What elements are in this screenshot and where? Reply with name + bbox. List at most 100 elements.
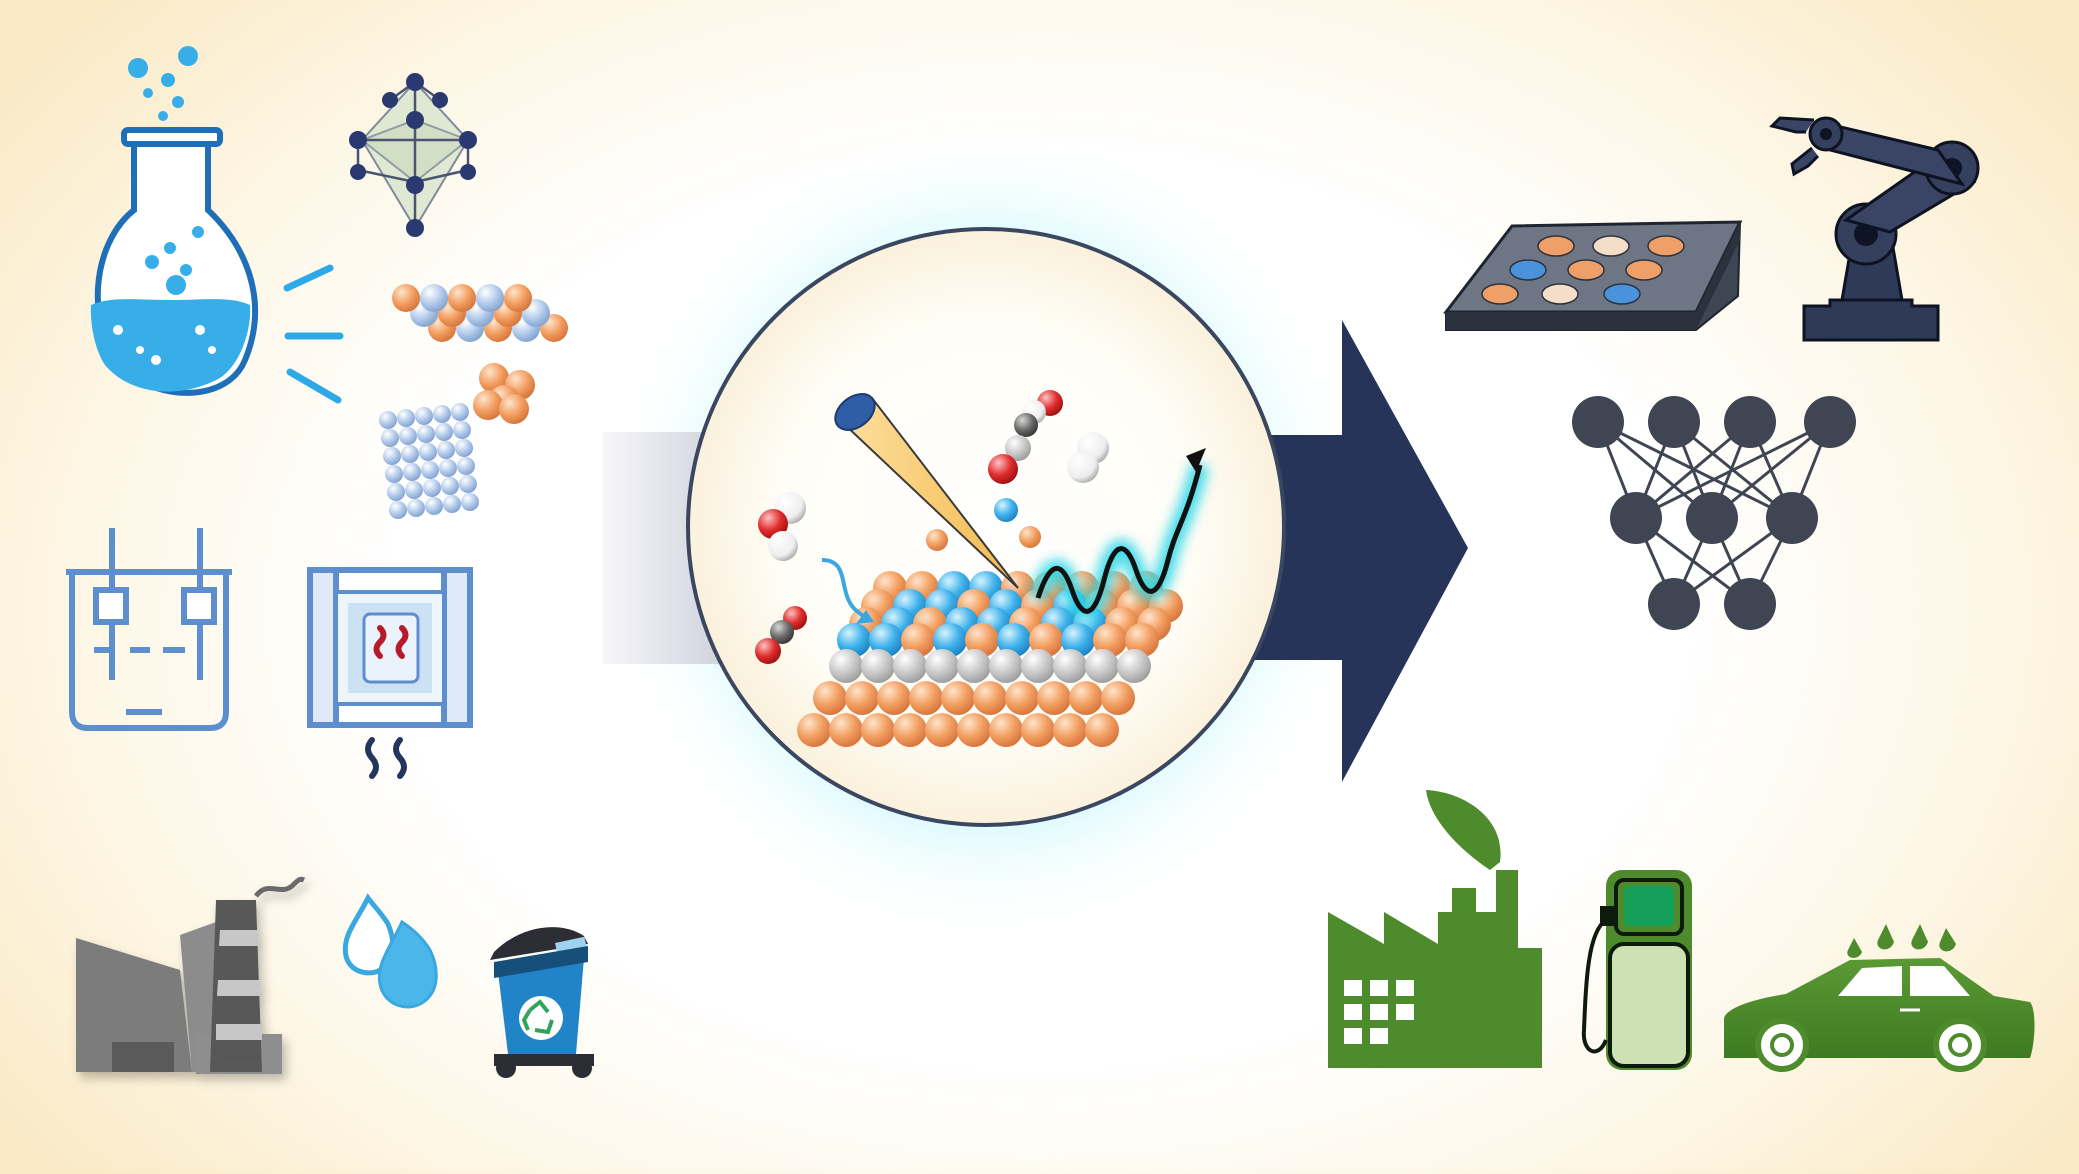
surface-atom (989, 649, 1023, 683)
cube-particle (407, 499, 425, 517)
surface-atom (861, 649, 895, 683)
surface-atom (813, 681, 847, 715)
dash-lines (283, 264, 344, 404)
cube-particle (459, 475, 477, 493)
surface-atom (1093, 623, 1127, 657)
surface-atom (1021, 713, 1055, 747)
cube-particle (385, 465, 403, 483)
nanoporous-cube-icon (379, 403, 479, 519)
surface-atom (1021, 649, 1055, 683)
nn-node (1648, 396, 1700, 448)
cube-particle (421, 461, 439, 479)
water-drops-icon (342, 893, 438, 1009)
surface-atom (989, 713, 1023, 747)
cube-particle (437, 441, 455, 459)
surface-atom (1061, 623, 1095, 657)
eco-car-icon (1724, 924, 2035, 1072)
nanoparticle-cluster-icon (473, 363, 535, 424)
nn-node (1610, 492, 1662, 544)
layer-particle (420, 284, 448, 312)
cube-particle (423, 479, 441, 497)
cube-particle (415, 407, 433, 425)
cube-particle (453, 421, 471, 439)
cube-particle (405, 481, 423, 499)
surface-atom (1069, 681, 1103, 715)
surface-atom (1125, 623, 1159, 657)
surface-atom (925, 713, 959, 747)
recycle-bin-icon (490, 927, 594, 1078)
surface-atom (1053, 713, 1087, 747)
cube-particle (381, 429, 399, 447)
surface-atom (877, 681, 911, 715)
surface-atom (957, 649, 991, 683)
surface-atom (861, 713, 895, 747)
nn-node (1648, 578, 1700, 630)
surface-atom (893, 713, 927, 747)
photon-wave-icon (1029, 448, 1209, 621)
cube-particle (387, 483, 405, 501)
nn-node (1766, 492, 1818, 544)
surface-atom (997, 623, 1031, 657)
surface-atom (1101, 681, 1135, 715)
cube-particle (397, 409, 415, 427)
neural-network-icon (1572, 396, 1856, 630)
surface-atom (1085, 649, 1119, 683)
probe-tip-icon (834, 393, 1019, 589)
surface-atom (941, 681, 975, 715)
cube-particle (443, 495, 461, 513)
cube-particle (399, 427, 417, 445)
nn-edge (1635, 420, 1831, 520)
nn-node (1724, 396, 1776, 448)
fuel-pump-icon (1581, 870, 1692, 1070)
surface-atom (1085, 713, 1119, 747)
surface-atom (901, 623, 935, 657)
cube-particle (435, 423, 453, 441)
erlenmeyer-flask-icon (90, 46, 259, 396)
surface-atom (957, 713, 991, 747)
surface-atom (1037, 681, 1071, 715)
cube-particle (401, 445, 419, 463)
surface-atom (829, 649, 863, 683)
surface-atom (973, 681, 1007, 715)
cube-particle (457, 457, 475, 475)
factory-smokestack-icon (76, 876, 306, 1074)
cube-particle (383, 447, 401, 465)
surface-atom (845, 681, 879, 715)
surface-atom (869, 623, 903, 657)
surface-atom (925, 649, 959, 683)
surface-atom (909, 681, 943, 715)
cube-particle (379, 411, 397, 429)
nn-node (1686, 492, 1738, 544)
cube-particle (461, 493, 479, 511)
surface-atom (837, 623, 871, 657)
surface-atom (1005, 681, 1039, 715)
nanoparticle-layer-icon (392, 284, 568, 342)
nn-node (1804, 396, 1856, 448)
heated-reactor-icon (307, 567, 473, 779)
adsorbate-molecules (755, 390, 1109, 664)
cube-particle (433, 405, 451, 423)
cube-particle (451, 403, 469, 421)
surface-atom (1117, 649, 1151, 683)
layer-particle (476, 284, 504, 312)
cube-particle (403, 463, 421, 481)
nn-node (1572, 396, 1624, 448)
cube-particle (439, 459, 457, 477)
surface-atom (1053, 649, 1087, 683)
surface-atom (829, 713, 863, 747)
layer-particle (504, 284, 532, 312)
cube-particle (389, 501, 407, 519)
surface-atom (933, 623, 967, 657)
cube-particle (419, 443, 437, 461)
layer-particle (392, 284, 420, 312)
well-plate-icon (1442, 220, 1743, 331)
surface-atom (893, 649, 927, 683)
cube-particle (417, 425, 435, 443)
cube-particle (425, 497, 443, 515)
layer-particle (448, 284, 476, 312)
electrochemical-cell-icon (66, 528, 232, 731)
nn-node (1724, 578, 1776, 630)
robotic-arm-icon (1769, 116, 1980, 342)
